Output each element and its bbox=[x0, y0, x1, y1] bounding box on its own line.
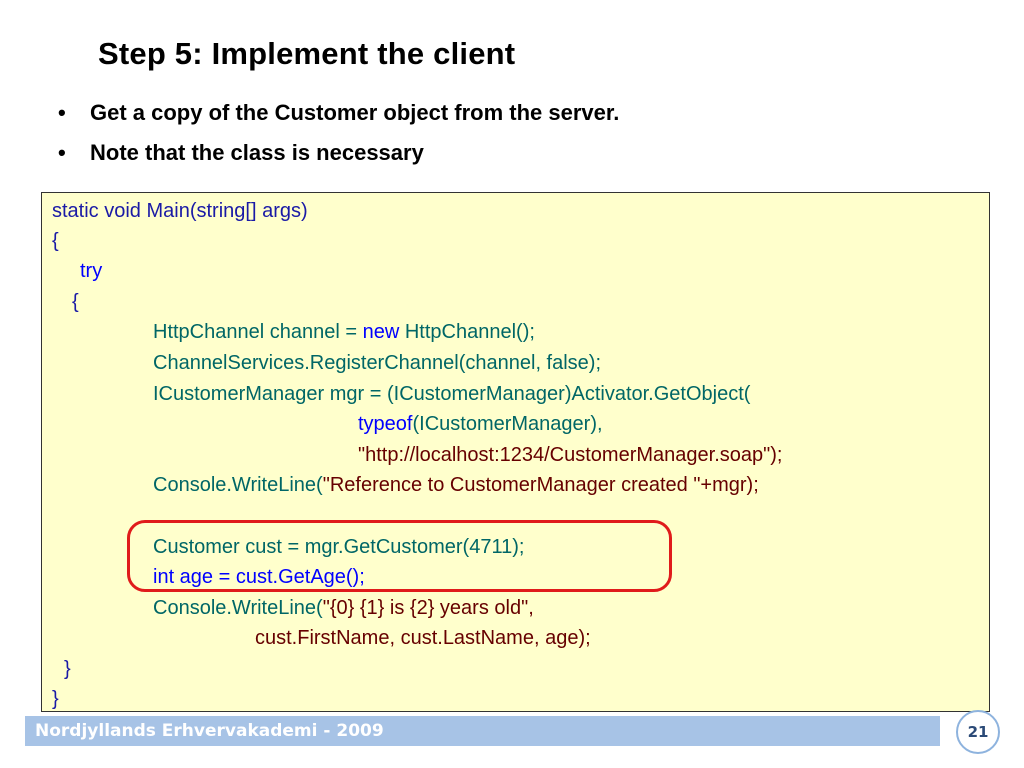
code-text: Console.WriteLine( bbox=[153, 597, 323, 619]
bullet-item: • Get a copy of the Customer object from … bbox=[58, 93, 619, 133]
code-text: { bbox=[52, 230, 59, 252]
code-text: } bbox=[52, 688, 59, 710]
code-line: ChannelServices.RegisterChannel(channel,… bbox=[153, 348, 601, 378]
code-keyword: new bbox=[362, 321, 400, 343]
code-text: int age = cust.GetAge(); bbox=[153, 566, 365, 588]
code-string: "{0} {1} is {2} years old", bbox=[322, 597, 534, 619]
code-text: } bbox=[64, 658, 71, 680]
code-string: "http://localhost:1234/CustomerManager.s… bbox=[358, 444, 783, 466]
bullet-dot-icon: • bbox=[58, 140, 66, 165]
code-line: { bbox=[72, 287, 79, 317]
code-text: HttpChannel channel = bbox=[153, 321, 363, 343]
code-line: int age = cust.GetAge(); bbox=[153, 562, 365, 592]
code-line: } bbox=[52, 684, 59, 714]
code-text: static void Main(string[] args) bbox=[52, 200, 308, 222]
code-line: { bbox=[52, 226, 59, 256]
code-line: ICustomerManager mgr = (ICustomerManager… bbox=[153, 379, 750, 409]
bullet-item: • Note that the class is necessary bbox=[58, 133, 619, 173]
code-string: "Reference to CustomerManager created "+… bbox=[322, 474, 759, 496]
code-text: Console.WriteLine( bbox=[153, 474, 323, 496]
code-line: Console.WriteLine("Reference to Customer… bbox=[153, 470, 759, 500]
code-text: (ICustomerManager), bbox=[412, 413, 603, 435]
code-text: HttpChannel(); bbox=[399, 321, 535, 343]
code-line: } bbox=[64, 654, 71, 684]
code-keyword: try bbox=[80, 260, 103, 282]
code-text: Customer cust = mgr.GetCustomer(4711); bbox=[153, 536, 525, 558]
highlight-box bbox=[127, 520, 672, 592]
footer-bar: Nordjyllands Erhvervakademi - 2009 bbox=[25, 716, 940, 746]
code-line: cust.FirstName, cust.LastName, age); bbox=[255, 623, 591, 653]
code-keyword: typeof bbox=[358, 413, 413, 435]
slide-title: Step 5: Implement the client bbox=[98, 36, 516, 71]
code-line: try bbox=[80, 256, 102, 286]
bullet-text: Get a copy of the Customer object from t… bbox=[90, 100, 620, 125]
code-line: static void Main(string[] args) bbox=[52, 196, 308, 226]
code-text: ChannelServices.RegisterChannel(channel,… bbox=[153, 352, 602, 374]
code-line: Console.WriteLine("{0} {1} is {2} years … bbox=[153, 593, 534, 623]
page-number-badge: 21 bbox=[956, 710, 1000, 754]
bullet-dot-icon: • bbox=[58, 100, 66, 125]
code-line: typeof(ICustomerManager), bbox=[358, 409, 603, 439]
code-line: "http://localhost:1234/CustomerManager.s… bbox=[358, 440, 782, 470]
bullet-list: • Get a copy of the Customer object from … bbox=[58, 93, 619, 173]
code-block: static void Main(string[] args) { try { … bbox=[41, 192, 990, 712]
code-text: ICustomerManager mgr = (ICustomerManager… bbox=[153, 383, 751, 405]
code-line: HttpChannel channel = new HttpChannel(); bbox=[153, 317, 535, 347]
code-string: cust.FirstName, cust.LastName, age); bbox=[255, 627, 591, 649]
code-text: { bbox=[72, 291, 79, 313]
bullet-text: Note that the class is necessary bbox=[90, 140, 424, 165]
code-line: Customer cust = mgr.GetCustomer(4711); bbox=[153, 532, 524, 562]
footer-text: Nordjyllands Erhvervakademi - 2009 bbox=[35, 721, 384, 741]
